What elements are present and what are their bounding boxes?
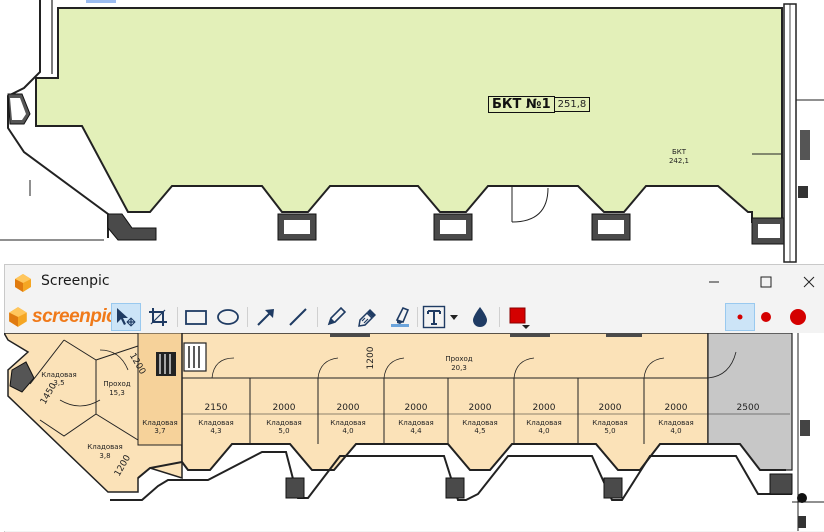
dot-large-icon <box>790 309 806 325</box>
text-tool-button[interactable] <box>419 303 449 331</box>
dot-medium-icon <box>761 312 771 322</box>
cell-6-dim: 2000 <box>532 403 556 413</box>
cell-2-dim: 2000 <box>272 403 296 413</box>
room-label-area: 242,1 <box>668 157 690 165</box>
cell-5-area: 4,5 <box>474 427 486 435</box>
line-icon <box>289 308 307 326</box>
room-name: БКТ №1 <box>488 95 555 113</box>
storage-tl-area: 3,5 <box>53 379 65 387</box>
room-bkt-fill <box>35 7 783 223</box>
cell-2-name: Кладовая <box>266 419 302 427</box>
minimize-icon <box>709 281 719 282</box>
toolbar: screenpic <box>5 299 824 336</box>
cell-8-dim: 2000 <box>664 403 688 413</box>
room-label: БКТ <box>671 148 687 156</box>
floor-plan-bottom <box>4 333 824 531</box>
cell-2-area: 5,0 <box>278 427 290 435</box>
cell-3-name: Кладовая <box>330 419 366 427</box>
line-tool-button[interactable] <box>283 303 313 331</box>
color-swatch-icon <box>509 307 530 329</box>
dim-1200-c: 1200 <box>366 346 376 370</box>
maximize-button[interactable] <box>743 265 789 298</box>
cursor-move-icon <box>117 308 136 327</box>
cell-3-dim: 2000 <box>336 403 360 413</box>
brush-tool-button[interactable] <box>353 303 383 331</box>
pencil-icon <box>327 306 347 326</box>
marker-tool-button[interactable] <box>385 303 415 331</box>
dot-small-icon <box>737 314 743 320</box>
logo-icon <box>9 307 27 327</box>
storage-bl-area: 3,8 <box>99 452 111 460</box>
crop-icon <box>149 308 167 326</box>
close-icon <box>803 276 815 287</box>
size-small-button[interactable] <box>725 303 755 331</box>
text-options-dropdown[interactable] <box>447 303 461 331</box>
dim-right: 2500 <box>736 403 760 413</box>
storage-bl-name: Кладовая <box>87 443 123 451</box>
room-name-box: БКТ №1 251,8 <box>488 94 591 114</box>
passage-main-name: Проход <box>445 355 473 363</box>
window-title: Screenpic <box>41 273 110 289</box>
logo-text: screenpic <box>32 306 117 327</box>
maximize-icon <box>760 276 772 287</box>
close-button[interactable] <box>793 265 824 298</box>
app-logo-icon <box>15 274 31 292</box>
cell-1-area: 4,3 <box>210 427 222 435</box>
marker-icon <box>391 306 410 327</box>
cell-4-name: Кладовая <box>398 419 434 427</box>
cell-5-dim: 2000 <box>468 403 492 413</box>
cell-8-area: 4,0 <box>670 427 682 435</box>
storage-tl-name: Кладовая <box>41 371 77 379</box>
cell-1-dim: 2150 <box>204 403 228 413</box>
rectangle-tool-button[interactable] <box>181 303 211 331</box>
cell-7-name: Кладовая <box>592 419 628 427</box>
cell-6-area: 4,0 <box>538 427 550 435</box>
title-bar[interactable]: Screenpic <box>5 265 824 298</box>
capture-canvas[interactable]: Кладовая 3,5 Проход 15,3 Кладовая 3,8 12… <box>4 333 824 531</box>
ellipse-icon <box>217 309 239 325</box>
color-picker-button[interactable] <box>503 303 533 331</box>
size-large-button[interactable] <box>783 303 813 331</box>
select-tool-button[interactable] <box>111 303 141 331</box>
cell-7-area: 5,0 <box>604 427 616 435</box>
cell-8-name: Кладовая <box>658 419 694 427</box>
text-icon <box>422 305 446 329</box>
chevron-down-icon <box>450 315 458 320</box>
cell-4-dim: 2000 <box>404 403 428 413</box>
screenpic-logo: screenpic <box>7 303 117 331</box>
cell-0-name: Кладовая <box>142 419 178 427</box>
cell-0-area: 3,7 <box>154 427 166 435</box>
cell-5-name: Кладовая <box>462 419 498 427</box>
drop-icon <box>473 307 487 327</box>
cell-7-dim: 2000 <box>598 403 622 413</box>
rectangle-icon <box>185 310 207 325</box>
crop-tool-button[interactable] <box>143 303 173 331</box>
cell-3-area: 4,0 <box>342 427 354 435</box>
arrow-icon <box>257 309 274 326</box>
passage-left-name: Проход <box>103 380 131 388</box>
size-medium-button[interactable] <box>751 303 781 331</box>
floor-plan-top <box>0 0 824 264</box>
pencil-tool-button[interactable] <box>321 303 351 331</box>
cell-6-name: Кладовая <box>526 419 562 427</box>
ellipse-tool-button[interactable] <box>213 303 243 331</box>
passage-left-area: 15,3 <box>109 389 125 397</box>
blur-tool-button[interactable] <box>465 303 495 331</box>
passage-main-area: 20,3 <box>451 364 467 372</box>
arrow-tool-button[interactable] <box>251 303 281 331</box>
cell-4-area: 4,4 <box>410 427 422 435</box>
room-area-box: 251,8 <box>554 96 591 112</box>
cell-1-name: Кладовая <box>198 419 234 427</box>
brush-icon <box>358 309 376 327</box>
minimize-button[interactable] <box>691 265 737 298</box>
